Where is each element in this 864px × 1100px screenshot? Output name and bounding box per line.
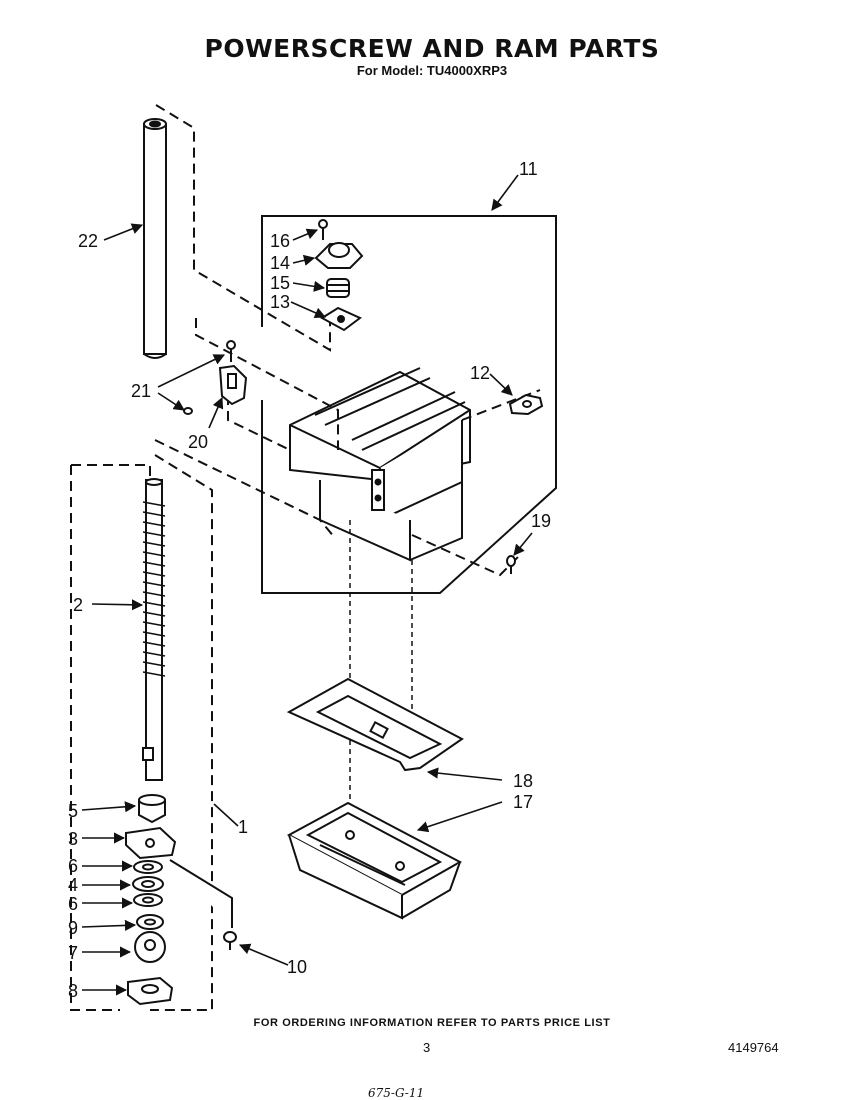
callout-1: 1 <box>238 817 248 837</box>
tray-part-17 <box>286 801 463 920</box>
callout-14: 14 <box>270 253 290 273</box>
callout-6b: 6 <box>68 894 78 914</box>
lower-stack-parts <box>125 794 177 1006</box>
page-title: POWERSCREW AND RAM PARTS <box>204 34 660 63</box>
callout-15: 15 <box>270 273 290 293</box>
callout-13: 13 <box>270 292 290 312</box>
plate-connect-lines <box>349 520 413 835</box>
callout-22: 22 <box>78 231 98 251</box>
callout-21: 21 <box>131 381 151 401</box>
callout-19: 19 <box>531 511 551 531</box>
gasket-part-18 <box>286 677 464 772</box>
callout-12: 12 <box>470 363 490 383</box>
screw-part-10 <box>169 859 237 950</box>
callout-7: 7 <box>68 943 78 963</box>
callout-17: 17 <box>513 792 533 812</box>
page-number: 3 <box>423 1040 431 1055</box>
callout-16: 16 <box>270 231 290 251</box>
screw-part-19 <box>506 555 516 574</box>
callout-3: 3 <box>68 829 78 849</box>
callout-4: 4 <box>68 875 78 895</box>
callout-1-leader <box>213 803 239 827</box>
callout-labels: 22 11 16 14 15 13 12 21 20 19 2 18 17 5 … <box>68 159 551 1001</box>
dash-22 <box>155 104 331 352</box>
callout-20: 20 <box>188 432 208 452</box>
tube-part-22 <box>143 118 167 359</box>
clip-part-12 <box>508 393 544 416</box>
callout-8: 8 <box>68 981 78 1001</box>
ordering-note: FOR ORDERING INFORMATION REFER TO PARTS … <box>253 1017 611 1029</box>
callout-18: 18 <box>513 771 533 791</box>
callout-2: 2 <box>73 595 83 615</box>
callout-9: 9 <box>68 918 78 938</box>
bracket-parts-13-16 <box>314 219 364 332</box>
ram-housing <box>289 367 471 562</box>
document-number: 4149764 <box>728 1040 779 1055</box>
callout-11: 11 <box>519 159 538 179</box>
handwritten-mark: 675-G-11 <box>368 1086 425 1100</box>
leader-arrows <box>81 174 533 996</box>
box-outline-11 <box>261 215 557 594</box>
powerscrew-thread <box>142 501 166 677</box>
model-subtitle: For Model: TU4000XRP3 <box>356 63 508 78</box>
latch-part-20-21 <box>183 340 248 415</box>
callout-5: 5 <box>68 801 78 821</box>
callout-6a: 6 <box>68 856 78 876</box>
callout-10: 10 <box>287 957 307 977</box>
